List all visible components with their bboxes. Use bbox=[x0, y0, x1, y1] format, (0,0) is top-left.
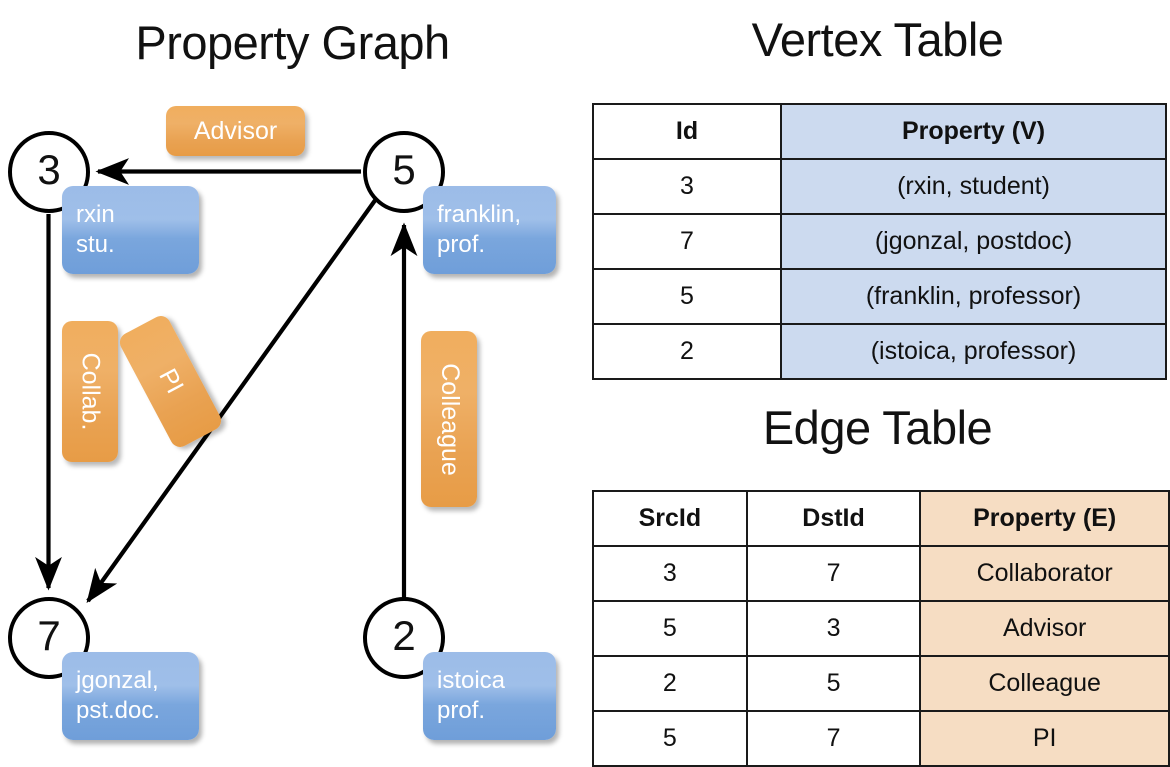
vertex-property-box-7-line2: pst.doc. bbox=[76, 697, 161, 724]
edge-table-cell-dstid: 7 bbox=[745, 710, 922, 767]
vertex-property-box-2: istoica prof. bbox=[423, 652, 556, 740]
edge-table-cell-srcid: 5 bbox=[592, 600, 748, 657]
edge-table-cell-srcid: 3 bbox=[592, 545, 748, 602]
vertex-property-box-3: rxin stu. bbox=[62, 186, 199, 274]
edge-table-cell-property: Advisor bbox=[919, 600, 1170, 657]
table-row: 7 (jgonzal, postdoc) bbox=[592, 213, 1167, 270]
edge-label-collab-text: Collab. bbox=[76, 352, 105, 431]
table-row: 5 (franklin, professor) bbox=[592, 268, 1167, 325]
vertex-table-cell-id: 2 bbox=[592, 323, 782, 380]
edge-table-cell-dstid: 5 bbox=[745, 655, 922, 712]
vertex-property-box-3-line1: rxin bbox=[76, 201, 115, 229]
graph-vertex-3-id: 3 bbox=[37, 146, 61, 193]
page-title-edge-table: Edge Table bbox=[762, 401, 993, 454]
table-row: 2 (istoica, professor) bbox=[592, 323, 1167, 380]
edge-table-header-property: Property (E) bbox=[919, 490, 1170, 547]
page-title-vertex-table: Vertex Table bbox=[751, 13, 1004, 66]
vertex-table-cell-property: (istoica, professor) bbox=[780, 323, 1167, 380]
vertex-property-box-7-line1: jgonzal, bbox=[76, 667, 159, 695]
vertex-property-box-2-line2: prof. bbox=[437, 697, 486, 724]
vertex-table-cell-property: (franklin, professor) bbox=[780, 268, 1167, 325]
vertex-table-cell-property: (jgonzal, postdoc) bbox=[780, 213, 1167, 270]
edge-table-cell-dstid: 3 bbox=[745, 600, 922, 657]
edge-table: SrcId DstId Property (E) 3 7 Collaborato… bbox=[592, 490, 1170, 767]
graph-vertex-2: 2 bbox=[363, 597, 445, 679]
edge-table-cell-dstid: 7 bbox=[745, 545, 922, 602]
edge-table-cell-srcid: 5 bbox=[592, 710, 748, 767]
table-row: 5 7 PI bbox=[592, 710, 1170, 767]
edge-label-advisor: Advisor bbox=[166, 106, 305, 156]
vertex-table-header-property: Property (V) bbox=[780, 103, 1167, 160]
graph-edge-5-7 bbox=[86, 197, 378, 604]
vertex-table: Id Property (V) 3 (rxin, student) 7 (jgo… bbox=[592, 103, 1167, 380]
table-row: 3 (rxin, student) bbox=[592, 158, 1167, 215]
vertex-property-box-5-line1: franklin, bbox=[437, 201, 522, 229]
edge-label-advisor-text: Advisor bbox=[193, 116, 278, 145]
edge-table-header-srcid: SrcId bbox=[592, 490, 748, 547]
vertex-property-box-2-line1: istoica bbox=[437, 667, 506, 695]
table-row: 3 7 Collaborator bbox=[592, 545, 1170, 602]
graph-vertex-7-id: 7 bbox=[37, 612, 61, 659]
edge-label-pi-text: PI bbox=[153, 364, 189, 399]
vertex-table-header-row: Id Property (V) bbox=[592, 103, 1167, 160]
property-graph-diagram: Advisor Collab. PI Colleague 3 5 7 2 rxi… bbox=[0, 0, 585, 760]
graph-vertex-5: 5 bbox=[363, 131, 445, 213]
vertex-table-cell-id: 5 bbox=[592, 268, 782, 325]
edge-table-cell-property: Collaborator bbox=[919, 545, 1170, 602]
page-title-property-graph: Property Graph bbox=[135, 16, 450, 69]
edge-label-colleague-text: Colleague bbox=[435, 362, 464, 476]
edge-label-collab: Collab. bbox=[62, 321, 118, 462]
vertex-table-cell-id: 3 bbox=[592, 158, 782, 215]
table-row: 2 5 Colleague bbox=[592, 655, 1170, 712]
graph-vertex-5-id: 5 bbox=[392, 146, 416, 193]
graph-edge-lines bbox=[35, 158, 418, 604]
vertex-property-box-5-line2: prof. bbox=[437, 231, 486, 258]
vertex-table-cell-id: 7 bbox=[592, 213, 782, 270]
edge-table-header-row: SrcId DstId Property (E) bbox=[592, 490, 1170, 547]
edge-table-header-dstid: DstId bbox=[745, 490, 922, 547]
vertex-property-box-5: franklin, prof. bbox=[423, 186, 556, 274]
table-row: 5 3 Advisor bbox=[592, 600, 1170, 657]
edge-table-cell-property: PI bbox=[919, 710, 1170, 767]
edge-label-colleague: Colleague bbox=[421, 331, 477, 507]
edge-table-cell-property: Colleague bbox=[919, 655, 1170, 712]
graph-vertex-2-id: 2 bbox=[392, 612, 416, 659]
vertex-table-cell-property: (rxin, student) bbox=[780, 158, 1167, 215]
vertex-table-header-id: Id bbox=[592, 103, 782, 160]
vertex-property-box-7: jgonzal, pst.doc. bbox=[62, 652, 199, 740]
edge-table-cell-srcid: 2 bbox=[592, 655, 748, 712]
vertex-property-box-3-line2: stu. bbox=[76, 231, 115, 258]
